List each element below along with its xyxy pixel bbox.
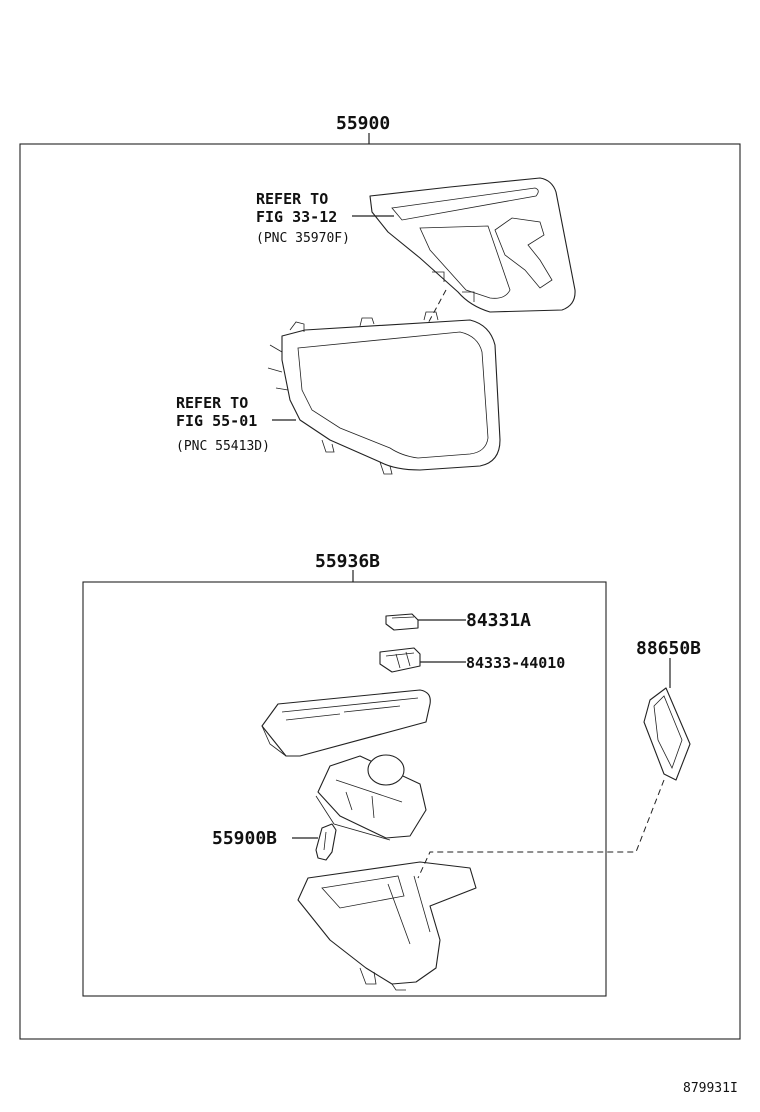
assembly-frame bbox=[19, 143, 741, 1040]
ref-1-line2: FIG 33-12 bbox=[256, 208, 337, 226]
ref-1-pnc: (PNC 35970F) bbox=[256, 231, 350, 246]
bracket-88650b bbox=[643, 687, 691, 781]
switch-b bbox=[379, 647, 421, 673]
ref-2-line1: REFER TO bbox=[176, 394, 248, 412]
assembly-part-number[interactable]: 55900 bbox=[336, 113, 390, 134]
switch-a bbox=[385, 613, 419, 631]
part-number-switch-a[interactable]: 84331A bbox=[466, 610, 531, 631]
part-number-switch-b[interactable]: 84333-44010 bbox=[466, 654, 565, 672]
screw bbox=[315, 823, 337, 861]
ref-1-line1: REFER TO bbox=[256, 190, 328, 208]
base-bracket bbox=[297, 861, 477, 991]
ref-2-line2: FIG 55-01 bbox=[176, 412, 257, 430]
sub-assembly-part-number[interactable]: 55936B bbox=[315, 551, 380, 572]
ref-2-pnc: (PNC 55413D) bbox=[176, 439, 270, 454]
switch-panel bbox=[261, 689, 431, 757]
console-panel bbox=[267, 311, 501, 475]
shift-lever-bezel bbox=[369, 177, 576, 313]
part-number-screw[interactable]: 55900B bbox=[212, 828, 277, 849]
part-number-bracket[interactable]: 88650B bbox=[636, 638, 701, 659]
selector-knob-unit bbox=[315, 754, 427, 841]
sub-assembly-frame bbox=[82, 581, 607, 997]
drawing-id: 879931I bbox=[683, 1081, 738, 1096]
